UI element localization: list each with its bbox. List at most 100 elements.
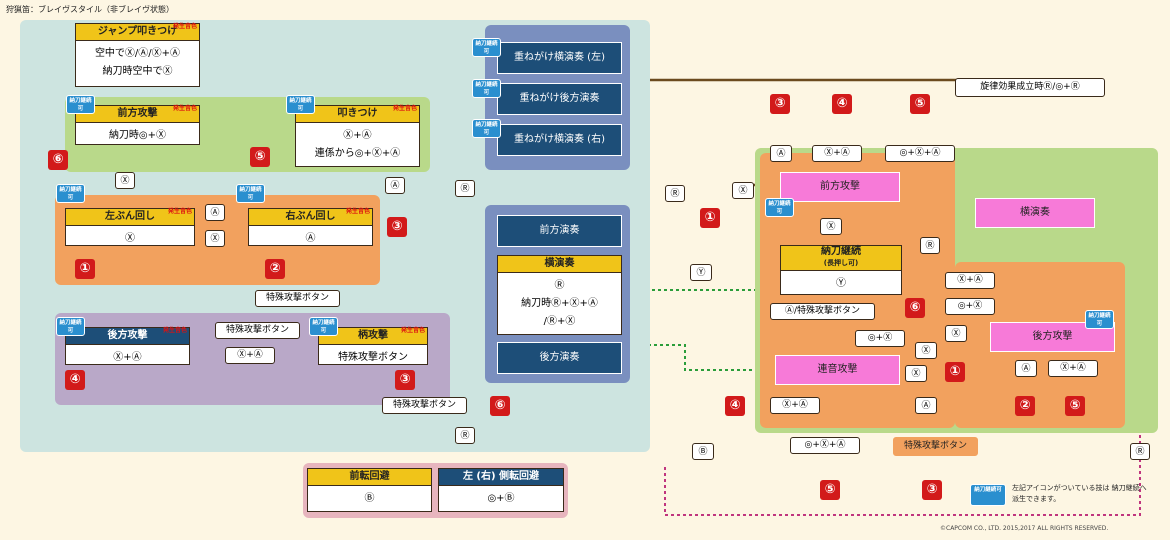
legend-note: 左記アイコンがついている技は 納刀継続へ派生できます。 <box>1012 484 1147 503</box>
melody-label: 旋律効果成立時Ⓡ/◎+Ⓡ <box>955 78 1105 97</box>
chain-attack-node: 連音攻撃 <box>775 355 900 385</box>
slam-line1: Ⓧ+Ⓐ <box>343 130 372 141</box>
right-side-play: 横演奏 <box>975 198 1095 228</box>
tone-number-4: ④ <box>65 370 85 390</box>
sheathe-continue-node: 納刀継続 (長押し可) Ⓨ <box>780 245 902 295</box>
sheathe-badge: 納刀継続可 <box>472 79 501 98</box>
right-swing-title: 右ぶん回し <box>285 211 336 222</box>
right-front-attack: 前方攻撃 <box>780 172 900 202</box>
label-x: Ⓧ <box>945 325 967 342</box>
front-attack-title: 前方攻撃 <box>117 108 158 119</box>
page-title: 狩猟笛：ブレイヴスタイル（非ブレイヴ状態） <box>6 5 174 14</box>
tone-number-2: ② <box>1015 396 1035 416</box>
tone-number-1: ① <box>700 208 720 228</box>
label-special: 特殊攻撃ボタン <box>215 322 300 339</box>
label-a: Ⓐ <box>205 204 225 221</box>
sheathe-badge: 納刀継続可 <box>309 317 338 336</box>
label-xa: Ⓧ+Ⓐ <box>225 347 275 364</box>
label-sxa: ◎+Ⓧ+Ⓐ <box>790 437 860 454</box>
back-play-node: 後方演奏 <box>497 342 622 374</box>
jump-slam-node: ジャンプ叩きつけ発生音色 空中でⓍ/Ⓐ/Ⓧ+Ⓐ 納刀時空中でⓍ <box>75 23 200 87</box>
tone-number-5: ⑤ <box>820 480 840 500</box>
label-x: Ⓧ <box>732 182 754 199</box>
label-y: Ⓨ <box>690 264 712 281</box>
sheathe-sub: (長押し可) <box>823 259 859 267</box>
tone-number-5: ⑤ <box>250 147 270 167</box>
overlay-left-node: 重ねがけ横演奏 (左) <box>497 42 622 74</box>
slam-line2: 連係から◎+Ⓧ+Ⓐ <box>314 148 401 159</box>
label-xa: Ⓧ+Ⓐ <box>770 397 820 414</box>
label-b: Ⓑ <box>692 443 714 460</box>
tone-flag: 発生音色 <box>162 327 187 334</box>
label-x: Ⓧ <box>115 172 135 189</box>
label-a: Ⓐ <box>915 397 937 414</box>
side-roll-key: ◎+Ⓑ <box>487 493 515 504</box>
side-roll-title: 左 (右) 側転回避 <box>462 471 540 482</box>
right-swing-node: 右ぶん回し 発生音色 Ⓐ <box>248 208 373 246</box>
tone-number-1: ① <box>75 259 95 279</box>
right-swing-key: Ⓐ <box>305 233 316 244</box>
label-sx: ◎+Ⓧ <box>945 298 995 315</box>
label-xa: Ⓧ+Ⓐ <box>945 272 995 289</box>
forward-roll-node: 前転回避 Ⓑ <box>307 468 432 512</box>
front-attack-node: 前方攻撃 発生音色 納刀時◎+Ⓧ <box>75 105 200 145</box>
sheathe-badge: 納刀継続可 <box>66 95 95 114</box>
left-swing-key: Ⓧ <box>125 233 135 244</box>
sheathe-badge: 納刀継続可 <box>765 198 794 217</box>
overlay-back-node: 重ねがけ後方演奏 <box>497 83 622 115</box>
jump-slam-line2: 納刀時空中でⓍ <box>102 66 173 77</box>
back-attack-node: 後方攻撃発生音色 Ⓧ+Ⓐ <box>65 327 190 365</box>
label-r: Ⓡ <box>665 185 685 202</box>
tone-flag: 発生音色 <box>172 105 197 112</box>
slam-title: 叩きつけ <box>337 108 378 119</box>
label-special: 特殊攻撃ボタン <box>382 397 467 414</box>
overlay-right-node: 重ねがけ横演奏 (右) <box>497 124 622 156</box>
label-r: Ⓡ <box>920 237 940 254</box>
sheathe-badge: 納刀継続可 <box>1085 310 1114 329</box>
front-attack-key: 納刀時◎+Ⓧ <box>108 130 167 141</box>
sheathe-badge: 納刀継続可 <box>472 119 501 138</box>
label-r: Ⓡ <box>1130 443 1150 460</box>
tone-number-5: ⑤ <box>910 94 930 114</box>
label-a: Ⓐ <box>770 145 792 162</box>
sheathe-key: Ⓨ <box>836 278 846 289</box>
tone-flag: 発生音色 <box>392 105 417 112</box>
sheathe-badge: 納刀継続可 <box>56 184 85 203</box>
side-play-line1: Ⓡ <box>554 280 565 291</box>
label-x: Ⓧ <box>205 230 225 247</box>
label-x: Ⓧ <box>915 342 937 359</box>
jump-slam-line1: 空中でⓍ/Ⓐ/Ⓧ+Ⓐ <box>94 48 181 59</box>
sheathe-title: 納刀継続 <box>821 246 861 257</box>
sheathe-badge: 納刀継続可 <box>472 38 501 57</box>
tone-number-3: ③ <box>922 480 942 500</box>
tone-flag: 発生音色 <box>400 327 425 334</box>
label-special: 特殊攻撃ボタン <box>255 290 340 307</box>
tone-number-2: ② <box>265 259 285 279</box>
side-play-title: 横演奏 <box>544 258 575 269</box>
side-roll-node: 左 (右) 側転回避 ◎+Ⓑ <box>438 468 564 512</box>
forward-roll-title: 前転回避 <box>349 471 390 482</box>
label-a: Ⓐ <box>385 177 405 194</box>
tone-number-1: ① <box>945 362 965 382</box>
jump-slam-title: ジャンプ叩きつけ <box>97 26 178 37</box>
label-xa: Ⓧ+Ⓐ <box>1048 360 1098 377</box>
label-x: Ⓧ <box>820 218 842 235</box>
left-swing-title: 左ぶん回し <box>105 211 155 222</box>
tone-flag: 発生音色 <box>345 208 370 215</box>
hilt-attack-key: 特殊攻撃ボタン <box>338 352 408 363</box>
label-x: Ⓧ <box>905 365 927 382</box>
label-sxa: ◎+Ⓧ+Ⓐ <box>885 145 955 162</box>
label-xa: Ⓧ+Ⓐ <box>812 145 862 162</box>
tone-number-3: ③ <box>395 370 415 390</box>
tone-number-4: ④ <box>832 94 852 114</box>
back-attack-title: 後方攻撃 <box>107 330 148 341</box>
hilt-attack-title: 柄攻撃 <box>358 330 388 341</box>
label-r: Ⓡ <box>455 427 475 444</box>
copyright: ©CAPCOM CO., LTD. 2015,2017 ALL RIGHTS R… <box>940 525 1109 532</box>
slam-node: 叩きつけ 発生音色 Ⓧ+Ⓐ 連係から◎+Ⓧ+Ⓐ <box>295 105 420 167</box>
sheathe-badge: 納刀継続可 <box>56 317 85 336</box>
tone-flag: 発生音色 <box>167 208 192 215</box>
label-special: 特殊攻撃ボタン <box>893 437 978 456</box>
front-play-node: 前方演奏 <box>497 215 622 247</box>
label-sx: ◎+Ⓧ <box>855 330 905 347</box>
